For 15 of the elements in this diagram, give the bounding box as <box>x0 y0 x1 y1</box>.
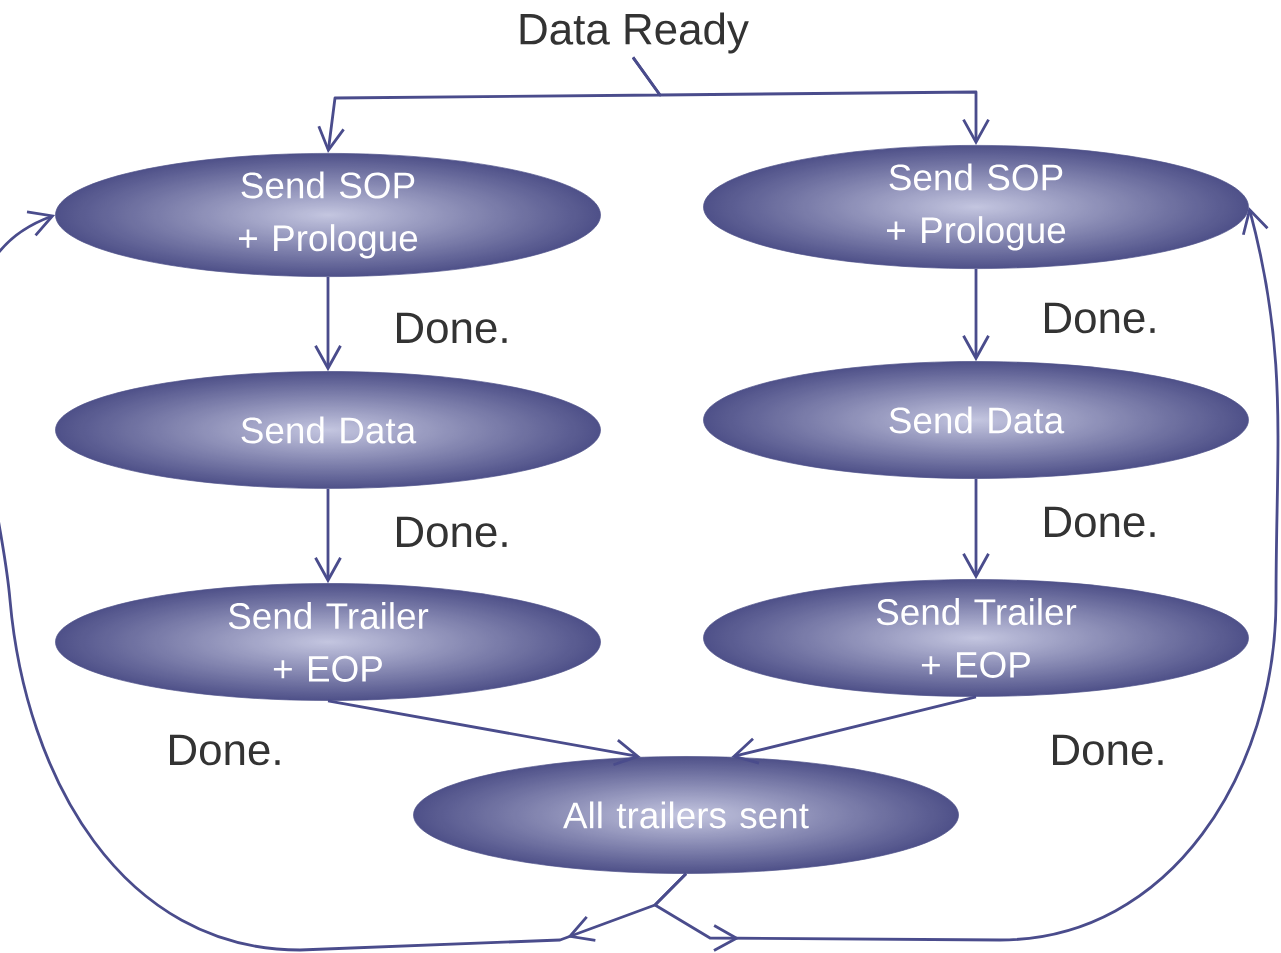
arrow <box>731 695 977 765</box>
edge-label: Done. <box>1047 732 1169 768</box>
arrow <box>631 56 990 146</box>
start-label: Data Ready <box>520 12 749 54</box>
arrow <box>653 207 1280 952</box>
edge-label: Done. <box>1039 300 1161 336</box>
edge-label: Done. <box>164 732 286 768</box>
arrow <box>314 276 342 372</box>
arrow <box>327 699 641 767</box>
edge-label: Done. <box>391 514 513 550</box>
arrow <box>962 268 990 362</box>
edge-label: Done. <box>391 310 513 346</box>
arrow <box>962 478 990 580</box>
arrow <box>314 488 342 584</box>
edge-label: Done. <box>1039 504 1161 540</box>
